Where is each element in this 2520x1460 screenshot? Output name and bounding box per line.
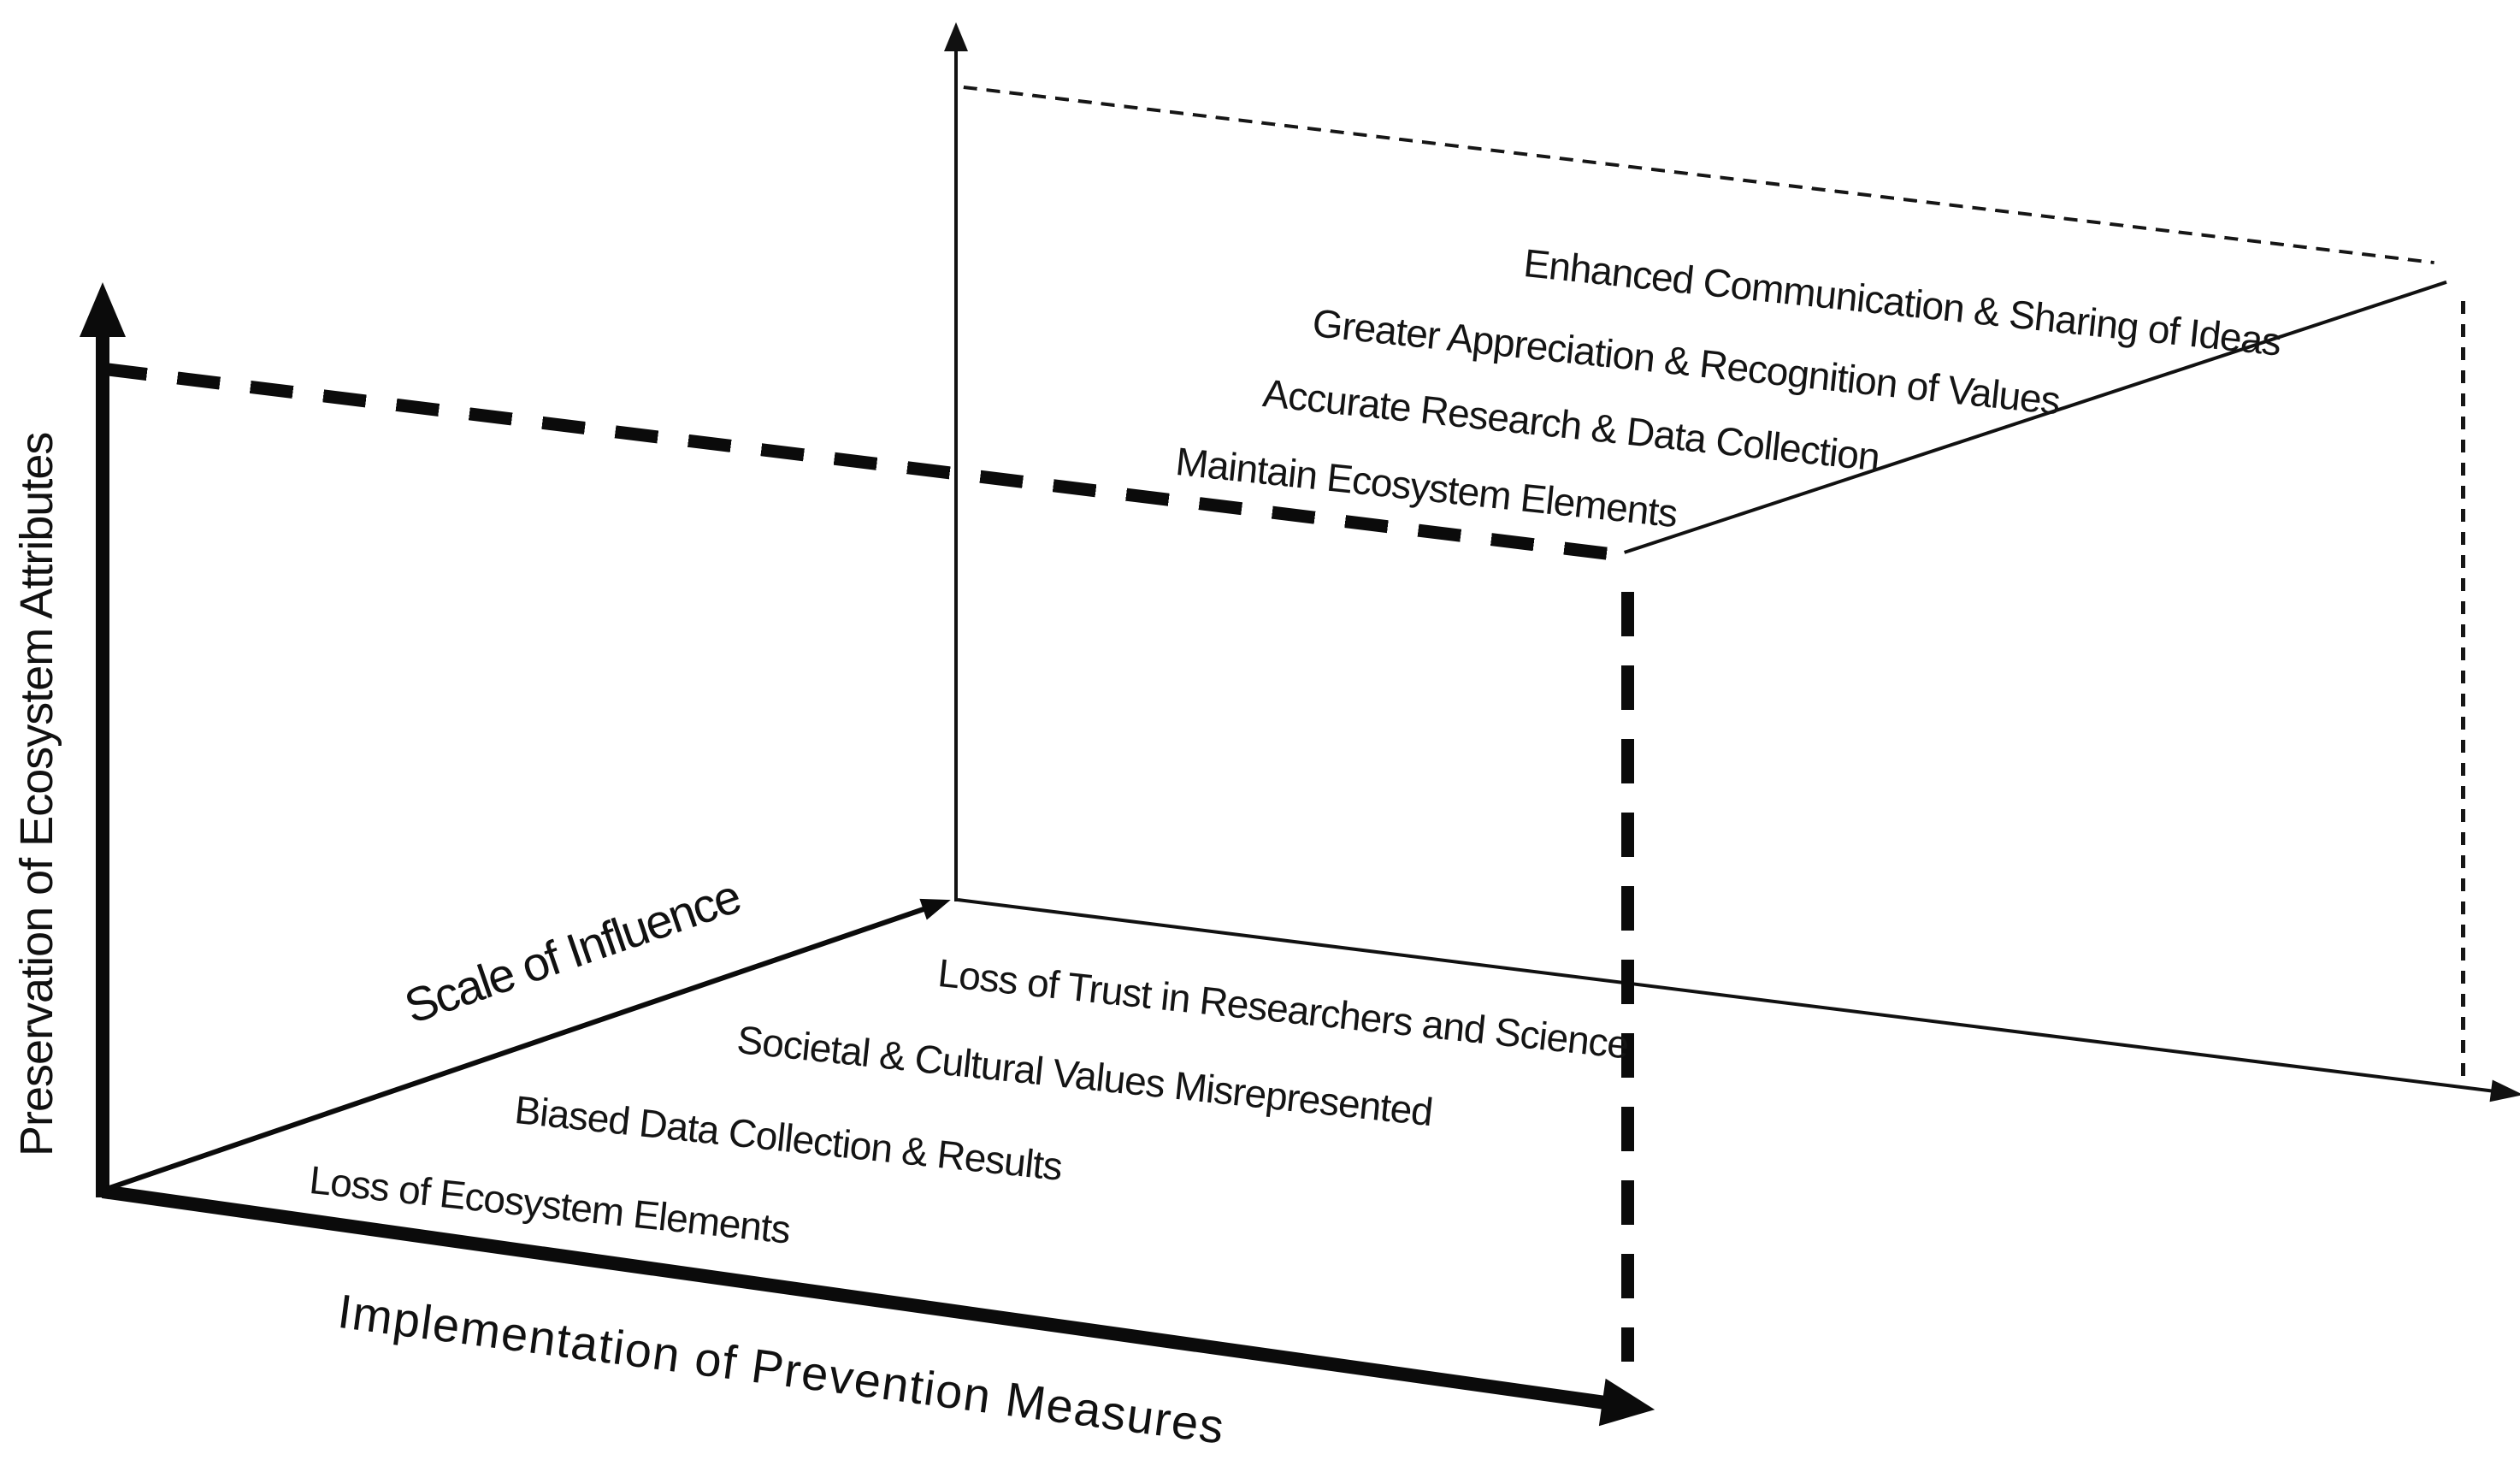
right-dashed-edge: [2461, 301, 2465, 1081]
back-vertical-axis-arrowhead-icon: [944, 22, 968, 51]
x-axis-arrowhead-icon: [1598, 1378, 1659, 1433]
y-axis-label: Preservation of Ecosystem Attributes: [11, 432, 62, 1156]
front-right-dashed-edge: [1621, 592, 1634, 1362]
lower-outcome-label-3: Biased Data Collection & Results: [512, 1086, 1065, 1189]
y-axis-line: [96, 332, 109, 1197]
z-axis-label: Scale of Influence: [398, 868, 747, 1034]
upper-outcome-label-4: Maintain Ecosystem Elements: [1173, 438, 1679, 536]
z-axis-arrowhead-icon: [919, 889, 954, 920]
right-axis-arrowhead-icon: [2489, 1079, 2520, 1106]
back-top-dashed-edge: [963, 86, 2434, 265]
y-axis-arrowhead-icon: [80, 282, 126, 337]
